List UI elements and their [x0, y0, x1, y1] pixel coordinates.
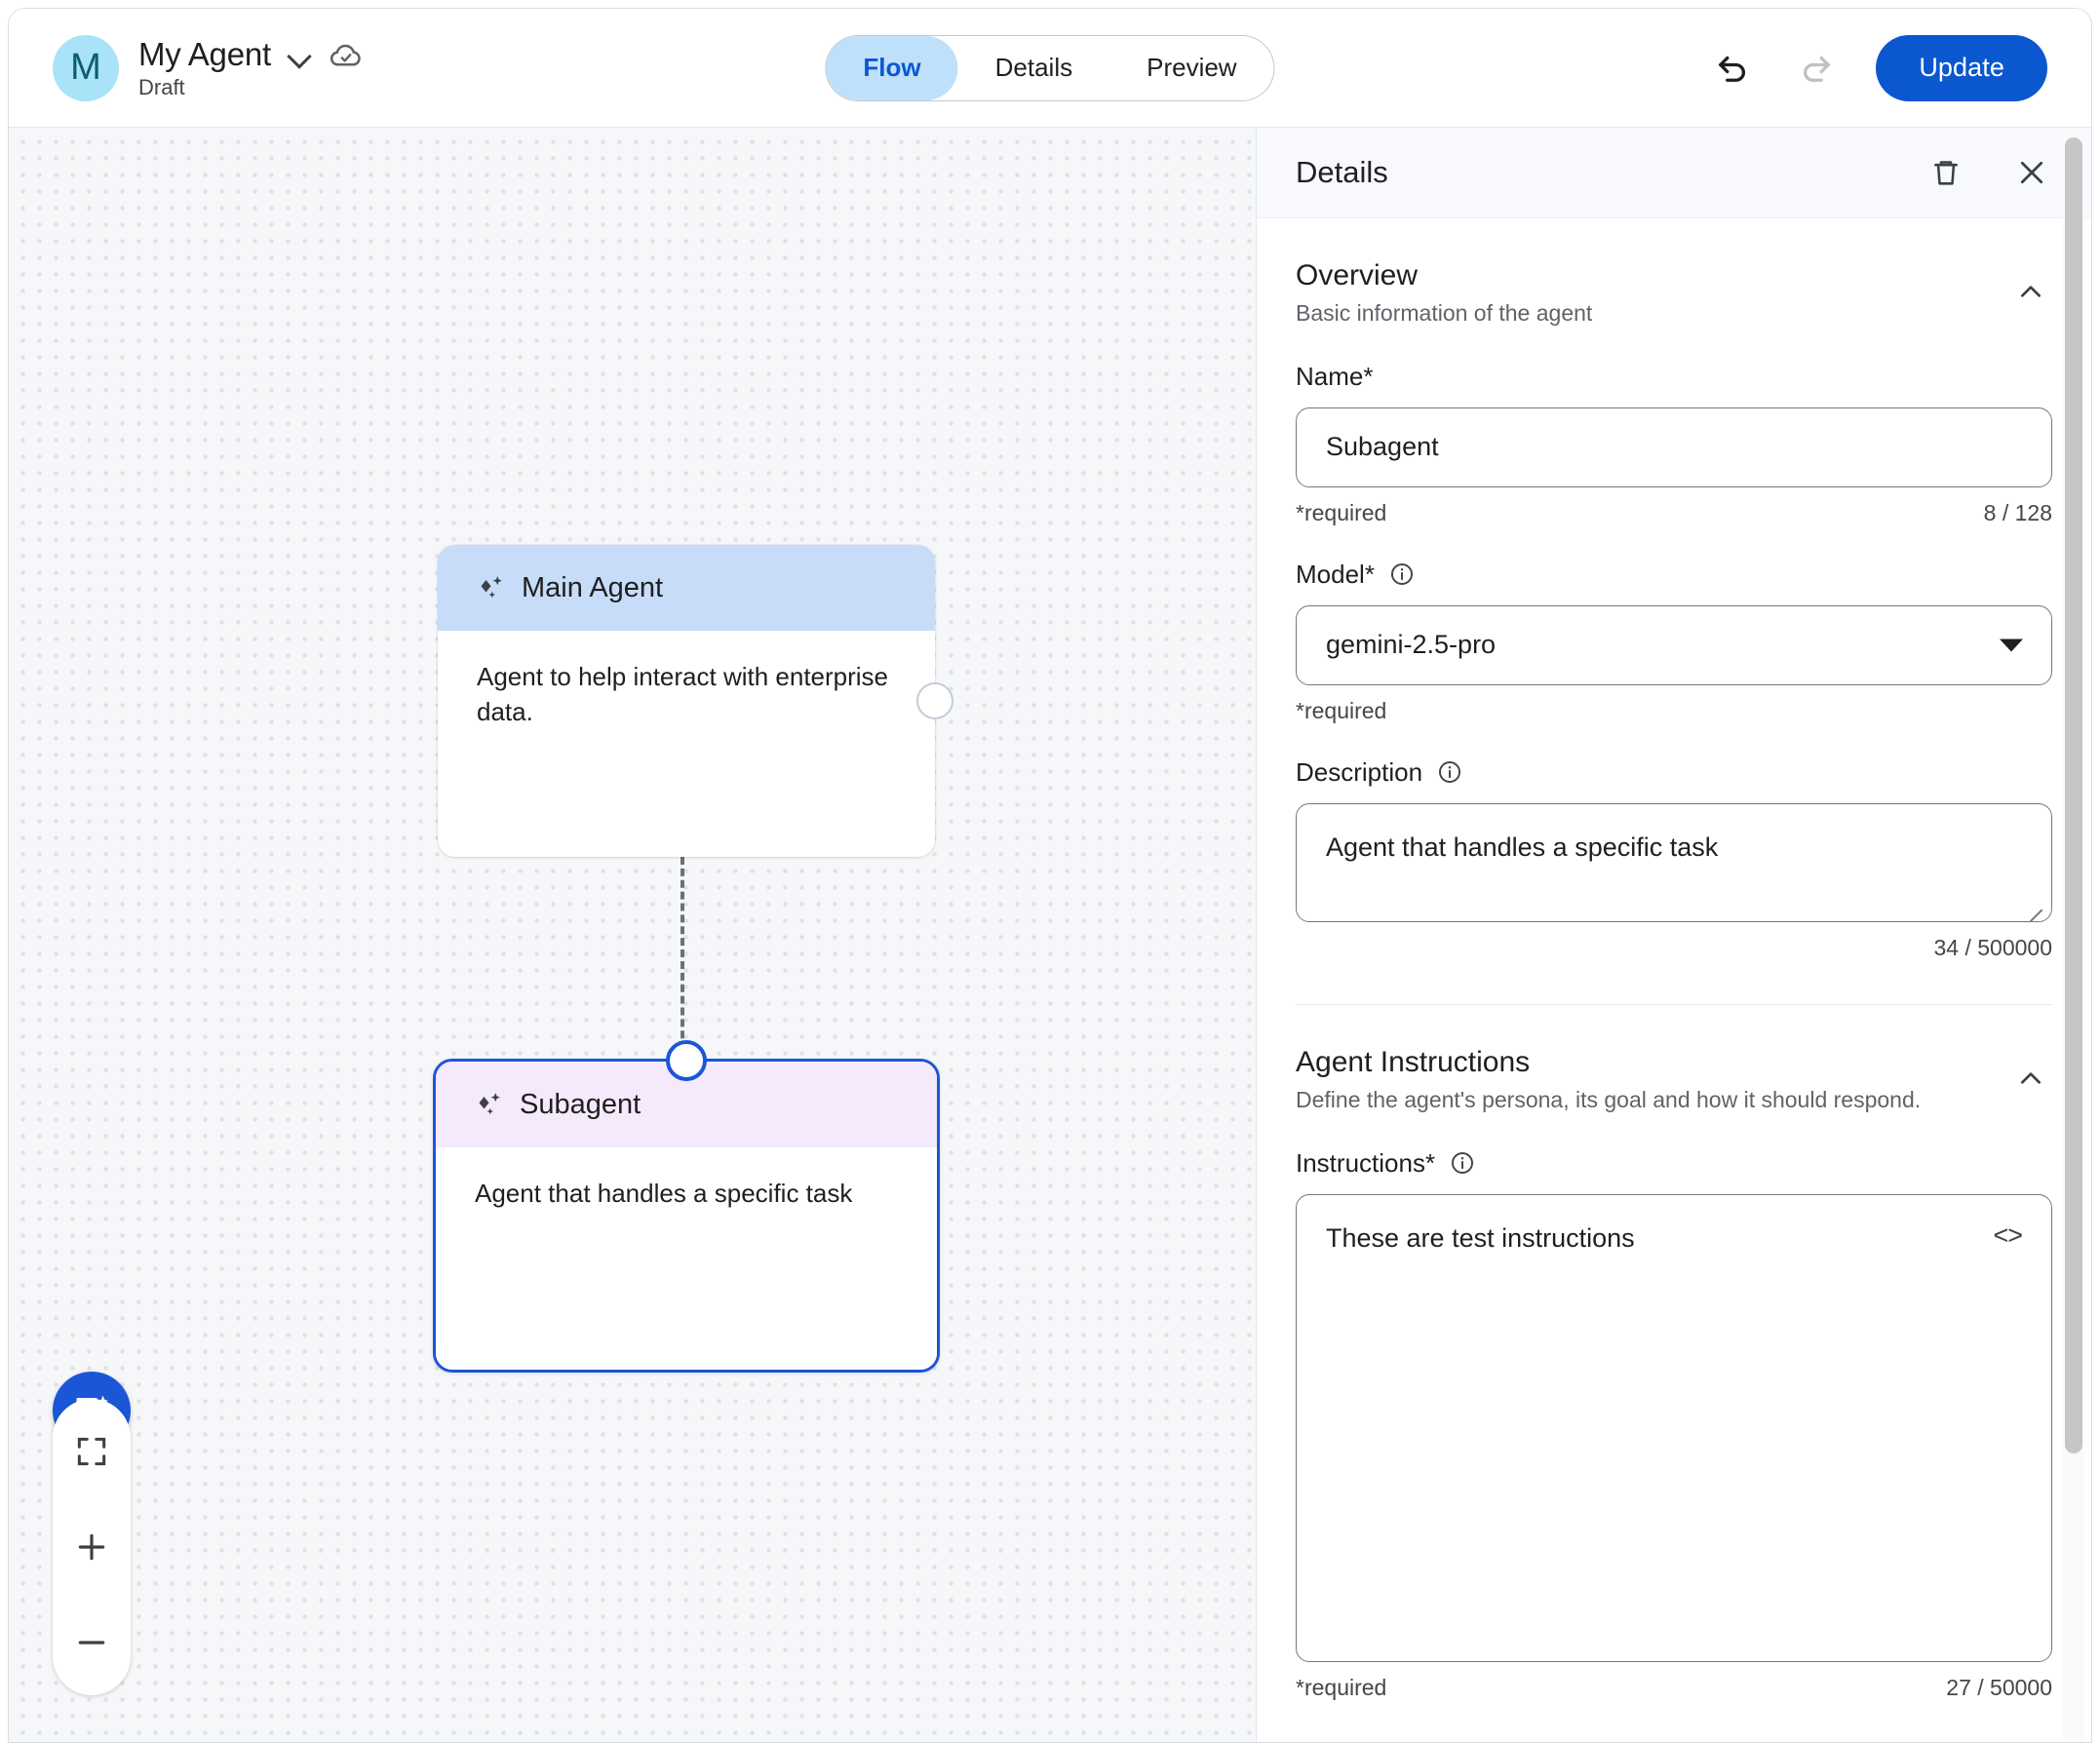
node-subagent[interactable]: Subagent Agent that handles a specific t… [433, 1040, 940, 1373]
avatar: M [53, 34, 119, 101]
redo-arrow-icon[interactable] [1792, 44, 1841, 93]
panel-scrollbar-thumb[interactable] [2065, 137, 2082, 1453]
top-bar-actions: Update [1708, 34, 2047, 101]
tab-flow[interactable]: Flow [826, 35, 958, 100]
instructions-counter: 27 / 50000 [1946, 1674, 2052, 1700]
page-title: My Agent [138, 35, 271, 72]
zoom-out-icon[interactable] [60, 1611, 123, 1674]
section-title: Agent Instructions [1296, 1045, 1531, 1078]
details-panel-header: Details [1257, 128, 2091, 218]
node-main-agent[interactable]: Main Agent Agent to help interact with e… [438, 545, 953, 857]
node-input-handle[interactable] [666, 1040, 707, 1081]
section-agent-instructions-header: Agent Instructions Define the agent's pe… [1296, 1005, 2052, 1115]
info-icon[interactable] [1388, 561, 1416, 588]
field-name: Name* Subagent *required 8 / 128 [1296, 362, 2052, 526]
node-output-handle[interactable] [916, 682, 953, 719]
cloud-check-icon [328, 36, 365, 73]
section-overview-header: Overview Basic information of the agent [1296, 218, 2052, 329]
instructions-required-hint: *required [1296, 1674, 1387, 1700]
close-icon[interactable] [2007, 148, 2056, 197]
name-input[interactable]: Subagent [1296, 407, 2052, 487]
description-counter: 34 / 500000 [1933, 934, 2052, 960]
chevron-up-icon[interactable] [2009, 1058, 2052, 1101]
sparkle-icon [477, 573, 506, 602]
node-header: Main Agent [438, 545, 935, 631]
node-title: Main Agent [522, 571, 664, 603]
node-description: Agent that handles a specific task [475, 1179, 853, 1208]
main-area: Main Agent Agent to help interact with e… [9, 128, 2091, 1742]
model-required-hint: *required [1296, 697, 1387, 723]
node-title: Subagent [520, 1088, 642, 1120]
agent-identity: M My Agent Draft [53, 34, 365, 101]
field-description: Description Agent that handles a specifi… [1296, 757, 2052, 961]
sparkle-icon [475, 1090, 504, 1119]
section-subtitle: Basic information of the agent [1296, 300, 1593, 326]
chevron-up-icon[interactable] [2009, 271, 2052, 314]
panel-title: Details [1296, 155, 1388, 189]
undo-arrow-icon[interactable] [1708, 44, 1757, 93]
name-counter: 8 / 128 [1983, 499, 2052, 525]
description-label: Description [1296, 756, 1423, 787]
app-window: M My Agent Draft Flow Details Pr [8, 8, 2092, 1743]
details-panel-content: Overview Basic information of the agent … [1257, 218, 2091, 1742]
tab-details[interactable]: Details [958, 36, 1109, 100]
section-subtitle: Define the agent's persona, its goal and… [1296, 1086, 1922, 1112]
name-label: Name* [1296, 361, 1374, 391]
info-icon[interactable] [1449, 1149, 1476, 1177]
chevron-down-icon[interactable] [287, 42, 312, 67]
zoom-in-icon[interactable] [60, 1516, 123, 1578]
instructions-label: Instructions* [1296, 1147, 1436, 1178]
flow-canvas[interactable]: Main Agent Agent to help interact with e… [9, 128, 1257, 1742]
field-instructions: Instructions* These are test instruction… [1296, 1148, 2052, 1701]
instructions-textarea[interactable]: These are test instructions <> [1296, 1193, 2052, 1662]
description-value: Agent that handles a specific task [1326, 832, 1719, 862]
fit-screen-icon[interactable] [60, 1420, 123, 1483]
node-description: Agent to help interact with enterprise d… [477, 662, 889, 726]
code-brackets-icon[interactable]: <> [1993, 1220, 2023, 1250]
instructions-value: These are test instructions [1326, 1222, 1635, 1253]
section-divider [1296, 1003, 2052, 1005]
trash-icon[interactable] [1922, 148, 1970, 197]
name-required-hint: *required [1296, 499, 1387, 525]
top-bar: M My Agent Draft Flow Details Pr [9, 9, 2091, 128]
info-icon[interactable] [1436, 758, 1463, 786]
model-label: Model* [1296, 559, 1375, 589]
resize-handle-icon[interactable] [2027, 897, 2044, 914]
field-model: Model* gemini-2.5-pro [1296, 560, 2052, 724]
status-badge: Draft [138, 74, 185, 99]
edge-main-to-subagent [681, 857, 684, 1062]
section-title: Overview [1296, 259, 1419, 291]
model-select[interactable]: gemini-2.5-pro [1296, 604, 2052, 685]
details-panel: Details [1257, 128, 2091, 1742]
update-button[interactable]: Update [1876, 34, 2047, 101]
view-mode-tabs: Flow Details Preview [825, 34, 1275, 101]
description-textarea[interactable]: Agent that handles a specific task [1296, 802, 2052, 922]
tab-preview[interactable]: Preview [1109, 36, 1273, 100]
zoom-controls [53, 1399, 131, 1695]
